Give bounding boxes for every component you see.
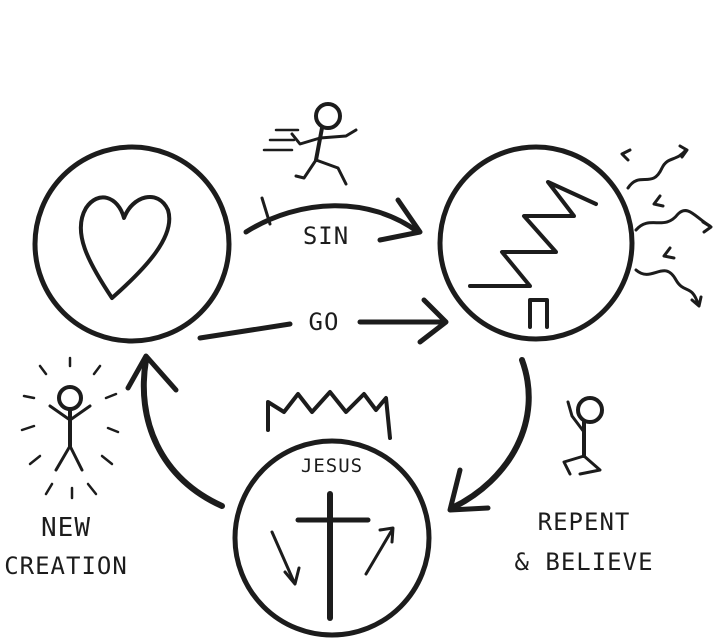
sin-label: SIN [303,222,349,250]
kneeling-figure-icon [562,396,604,476]
jesus-label: JESUS [301,455,363,477]
broken-world-circle [437,144,713,342]
god-circle [32,144,232,344]
radiant-figure-icon [20,356,120,500]
repent-label-line2: & BELIEVE [514,548,653,576]
crown-icon [266,390,392,440]
new-creation-label-line2: CREATION [4,552,128,580]
running-figure-icon [262,102,358,186]
heart-icon [78,195,172,300]
cross-icon [270,491,395,621]
jesus-circle [232,438,432,638]
chaos-squiggles-icon [620,144,713,308]
sin-arrow [243,196,423,243]
go-label: GO [309,308,340,336]
repent-arrow [447,357,532,513]
new-creation-label-line1: NEW [41,513,91,543]
new-creation-arrow [125,353,225,509]
broken-stairs-icon [468,180,598,329]
go-arrow [197,297,449,345]
repent-label-line1: REPENT [538,508,631,536]
